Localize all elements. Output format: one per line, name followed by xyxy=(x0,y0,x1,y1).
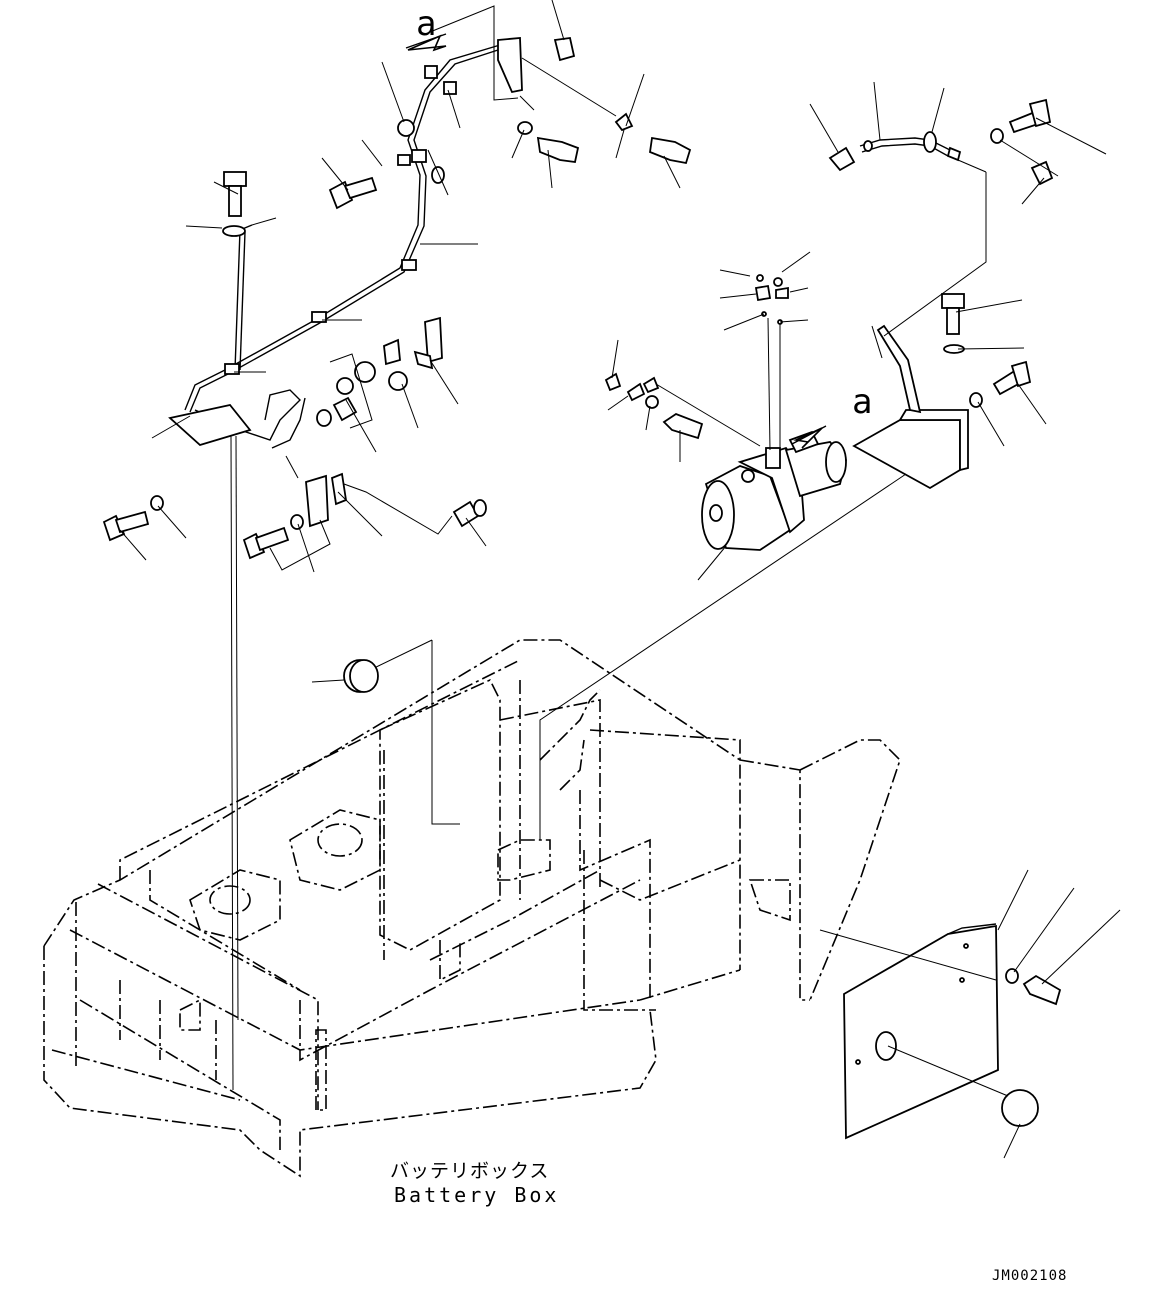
leader-lines-left xyxy=(119,0,681,573)
battery-box-frame xyxy=(43,639,901,1178)
mounting-bracket xyxy=(852,324,969,490)
bolt-icon xyxy=(517,121,580,164)
battery-box-label-english: Battery Box xyxy=(394,1183,560,1207)
wiring-harness-assembly xyxy=(168,37,523,449)
bolt-icon xyxy=(242,514,304,560)
fitting-icon xyxy=(754,274,789,325)
cap-icon xyxy=(1030,160,1054,186)
leader-lines-right xyxy=(607,81,1107,581)
bolt-icon xyxy=(102,495,164,542)
bolt-icon xyxy=(969,360,1032,408)
plug-icon xyxy=(1001,1089,1039,1127)
bracket-icon xyxy=(305,472,347,528)
reference-label-a: a xyxy=(852,382,873,422)
nut-icon xyxy=(316,377,358,427)
hose-assembly xyxy=(828,131,962,172)
bolt-icon xyxy=(222,171,247,237)
hydraulic-pump-motor xyxy=(701,430,847,551)
bolt-icon xyxy=(990,98,1052,144)
clip-icon xyxy=(354,316,443,391)
plug-icon xyxy=(343,659,379,693)
bolt-icon xyxy=(553,36,576,62)
side-cover-plate xyxy=(843,923,999,1140)
connection-lines xyxy=(230,434,907,1091)
battery-box-label-japanese: バッテリボックス xyxy=(390,1160,550,1182)
bolt-icon xyxy=(662,412,704,440)
bolt-icon xyxy=(328,166,445,210)
bolt-icon xyxy=(452,499,487,528)
leader-lines-cover xyxy=(819,869,1121,1159)
bolt-icon xyxy=(941,293,965,354)
drawing-code: JM002108 xyxy=(992,1268,1068,1284)
bolt-icon xyxy=(1005,968,1062,1006)
reference-label-a: a xyxy=(416,4,437,44)
terminal-icon xyxy=(604,372,660,409)
bolt-icon xyxy=(614,112,692,165)
